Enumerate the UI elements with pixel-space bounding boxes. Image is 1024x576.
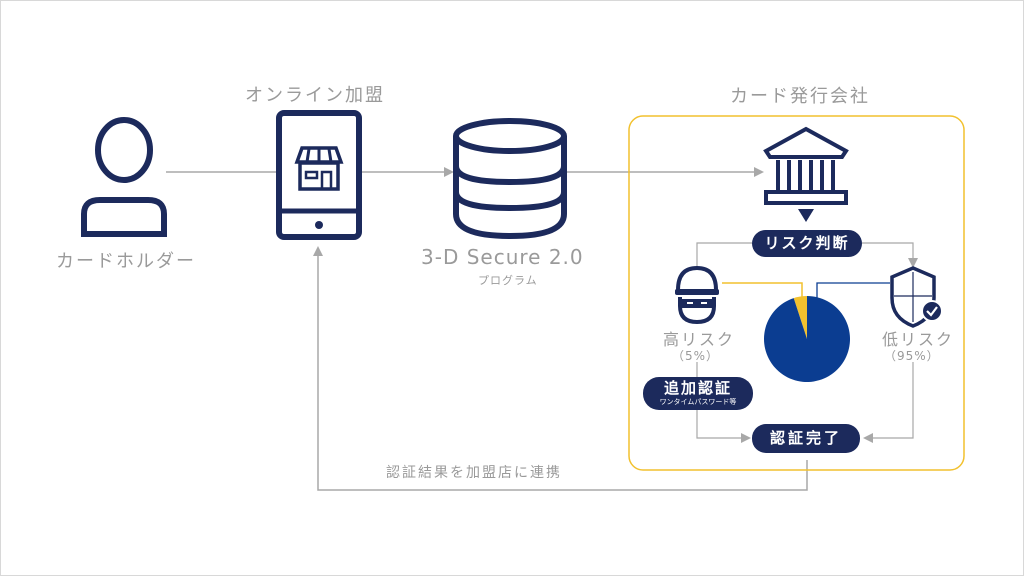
merchant-label: オンライン加盟: [245, 85, 385, 106]
risk-pie-chart: [764, 296, 851, 382]
return-flow-label: 認証結果を加盟店に連携: [386, 465, 562, 481]
person-icon: [81, 117, 167, 237]
shield-check-icon: [890, 266, 943, 328]
thief-icon: [675, 265, 719, 325]
bank-icon: [763, 126, 849, 205]
arrow-to-high-risk: [696, 242, 752, 270]
additional-auth-pill: 追加認証 ワンタイムパスワード等: [643, 377, 753, 410]
additional-auth-label: 追加認証: [663, 379, 732, 397]
auth-complete-pill: 認証完了: [752, 424, 860, 453]
cardholder-label: カードホルダー: [56, 251, 196, 272]
high-risk-percent: （5%）: [672, 349, 720, 363]
issuer-box: [628, 115, 965, 471]
low-risk-percent: （95%）: [884, 349, 940, 363]
arrow-bank-to-risk: [798, 209, 814, 222]
pie-slice-low-risk: [764, 296, 851, 382]
high-risk-label: 高リスク: [663, 330, 736, 349]
pie-slice-high-risk: [793, 296, 807, 339]
low-risk-label: 低リスク: [882, 330, 955, 349]
leader-low-risk: [816, 282, 890, 300]
return-arrow: [313, 246, 808, 491]
leader-high-risk: [722, 282, 803, 300]
arrow-low-to-complete: [863, 362, 914, 443]
risk-judgment-pill: リスク判断: [752, 230, 862, 257]
program-sublabel: プログラム: [478, 274, 538, 287]
tablet-store-icon: [276, 110, 362, 240]
database-icon: [453, 118, 567, 240]
additional-auth-sublabel: ワンタイムパスワード等: [659, 398, 737, 406]
issuer-label: カード発行会社: [730, 86, 870, 107]
arrow-to-low-risk: [862, 242, 918, 268]
program-label: 3-D Secure 2.0: [421, 245, 584, 269]
